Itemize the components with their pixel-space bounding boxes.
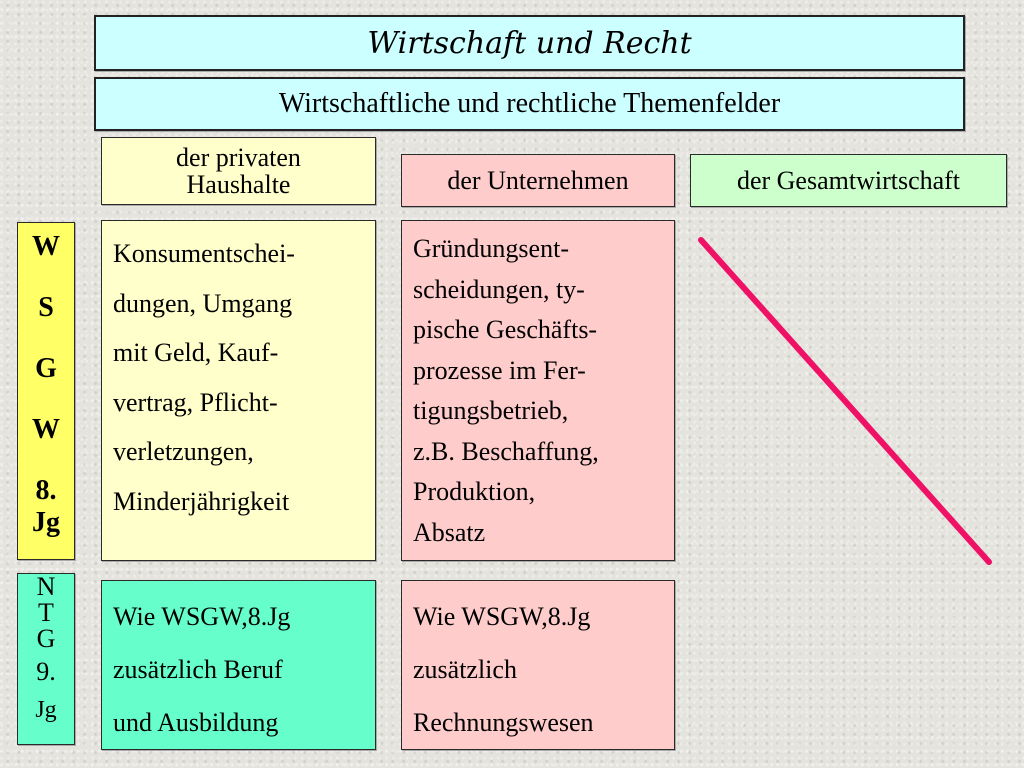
cell-line: prozesse im Fer- [413,355,586,385]
cell-line: verletzungen, [113,437,254,466]
column-header-private-households: der privaten Haushalte [101,137,376,205]
cell-line: z.B. Beschaffung, [413,436,599,466]
cell-line: mit Geld, Kauf- [113,338,279,367]
cell-line: tigungsbetrieb, [413,396,569,425]
cell-line: Wie WSGW,8.Jg [413,602,591,631]
row-label-char: Jg [35,697,57,723]
cell-line: Produktion, [413,477,536,506]
cell-line: Absatz [413,517,486,547]
column-header-line: der privaten [176,143,301,172]
column-header-overall-economy: der Gesamtwirtschaft [690,154,1007,207]
column-header-line: der Unternehmen [447,166,629,195]
row-label-char: G [35,353,57,384]
row-label-char: 9. [36,657,56,686]
cell-line: und Ausbildung [113,708,279,737]
row-label-char: W [32,414,60,445]
row-label-char: G [36,624,56,653]
cell-line: zusätzlich [413,655,517,684]
cell-line: vertrag, Pflicht- [113,387,278,417]
page-subtitle-text: Wirtschaftliche und rechtliche Themenfel… [278,88,781,119]
cell-line: scheidungen, ty- [413,274,585,304]
row-label-char: T [38,598,54,627]
cell-line: Gründungsent- [413,234,569,263]
cell-wsgw-private-households: Konsumentschei- dungen, Umgang mit Geld,… [101,220,376,561]
row-label-char: 8. [35,475,57,506]
cell-ntg-companies: Wie WSGW,8.Jg zusätzlich Rechnungswesen [401,580,675,750]
page-subtitle: Wirtschaftliche und rechtliche Themenfel… [94,77,965,131]
cell-line: pische Geschäfts- [413,315,598,344]
cell-line: Konsumentschei- [113,239,295,268]
cell-wsgw-companies: Gründungsent- scheidungen, ty- pische Ge… [401,220,675,561]
strike-through-line-icon [698,237,992,565]
cell-line: dungen, Umgang [113,288,293,318]
row-label-char: S [38,292,54,323]
cell-line: Rechnungswesen [413,708,594,737]
page-title: Wirtschaft und Recht [94,15,965,71]
cell-line: zusätzlich Beruf [113,655,283,684]
row-label-ntg-9: N T G 9. Jg [17,573,75,745]
page-title-text: Wirtschaft und Recht [367,25,692,61]
row-label-char: W [32,231,60,262]
row-label-char: Jg [32,507,60,538]
row-label-wsgw-8: W S G W 8. Jg [17,222,75,560]
column-header-companies: der Unternehmen [401,154,675,207]
cell-ntg-private-households: Wie WSGW,8.Jg zusätzlich Beruf und Ausbi… [101,580,376,750]
cell-line: Wie WSGW,8.Jg [113,602,291,631]
cell-line: Minderjährigkeit [113,486,290,516]
row-label-char: N [36,572,56,601]
column-header-line: Haushalte [186,170,291,199]
column-header-line: der Gesamtwirtschaft [736,166,961,195]
